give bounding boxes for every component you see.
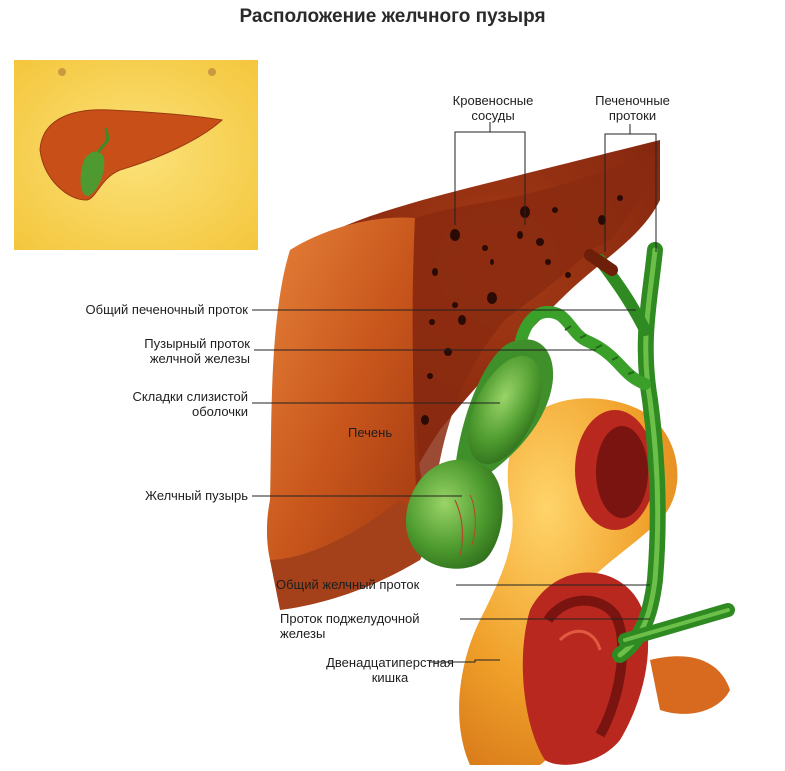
vessel-hole <box>545 259 551 265</box>
label-liver: Печень <box>348 425 393 440</box>
vessel-hole <box>598 215 606 225</box>
duodenum <box>459 398 730 765</box>
vessel-hole <box>565 272 571 278</box>
vessel-hole <box>552 207 558 213</box>
cystic-duct <box>514 305 651 390</box>
vessel-hole <box>432 268 438 276</box>
inset-duct <box>96 127 110 153</box>
leader-lines <box>252 122 657 663</box>
label-duodenum: Двенадцатиперстная кишка <box>326 655 454 685</box>
gallbladder-mucosa <box>468 355 542 465</box>
duodenum-fold <box>543 595 628 738</box>
label-cystic-duct: Пузырный проток желчной железы <box>144 336 250 366</box>
label-common-bile-duct: Общий желчный проток <box>276 577 420 592</box>
vessel-hole <box>536 238 544 246</box>
vessel-hole <box>517 231 523 239</box>
torso-inset <box>14 60 258 250</box>
vessel-hole <box>482 245 488 251</box>
common-bile-duct-highlight <box>617 247 661 658</box>
liver-front-lobe <box>266 217 428 600</box>
label-hepatic-ducts: Печеночные протоки <box>595 93 670 123</box>
inset-gallbladder <box>80 151 105 196</box>
vessel-hole <box>452 302 458 308</box>
gallbladder-vessel <box>469 494 476 546</box>
gallbladder-vessel <box>454 499 464 556</box>
pancreatic-duct-highlight <box>623 608 730 642</box>
gallbladder <box>405 339 554 569</box>
vessel-hole <box>450 229 460 241</box>
vessel-hole <box>487 292 497 304</box>
diagram-title: Расположение желчного пузыря <box>239 6 546 27</box>
torso-left-nipple <box>58 68 66 76</box>
bile-ducts <box>584 242 735 663</box>
vessel-hole <box>427 373 433 379</box>
label-blood-vessels: Кровеносные сосуды <box>452 93 534 123</box>
vessel-hole <box>458 315 466 325</box>
vessel-hole <box>490 259 494 265</box>
duodenum-tail <box>650 656 730 714</box>
duodenum-lumen-inner <box>596 426 648 518</box>
label-gallbladder: Желчный пузырь <box>145 488 248 503</box>
label-common-hepatic-duct: Общий печеночный проток <box>85 302 248 317</box>
liver-cut-edge <box>412 150 660 560</box>
liver-lower-rim <box>270 500 424 610</box>
vessel-hole <box>617 195 623 201</box>
gallbladder-body <box>405 459 503 569</box>
label-mucosa-folds: Складки слизистой оболочки <box>132 389 248 419</box>
hepatic-duct-stump <box>584 249 618 276</box>
torso-right-nipple <box>208 68 216 76</box>
leader-duodenum <box>430 659 500 663</box>
vessel-hole <box>444 348 452 356</box>
vessel-hole <box>429 319 435 325</box>
duodenum-fold-highlight <box>558 629 602 651</box>
vessel-hole <box>421 415 429 425</box>
cystic-duct-spiral <box>564 325 635 375</box>
label-pancreatic-duct: Проток поджелудочной железы <box>280 611 420 641</box>
